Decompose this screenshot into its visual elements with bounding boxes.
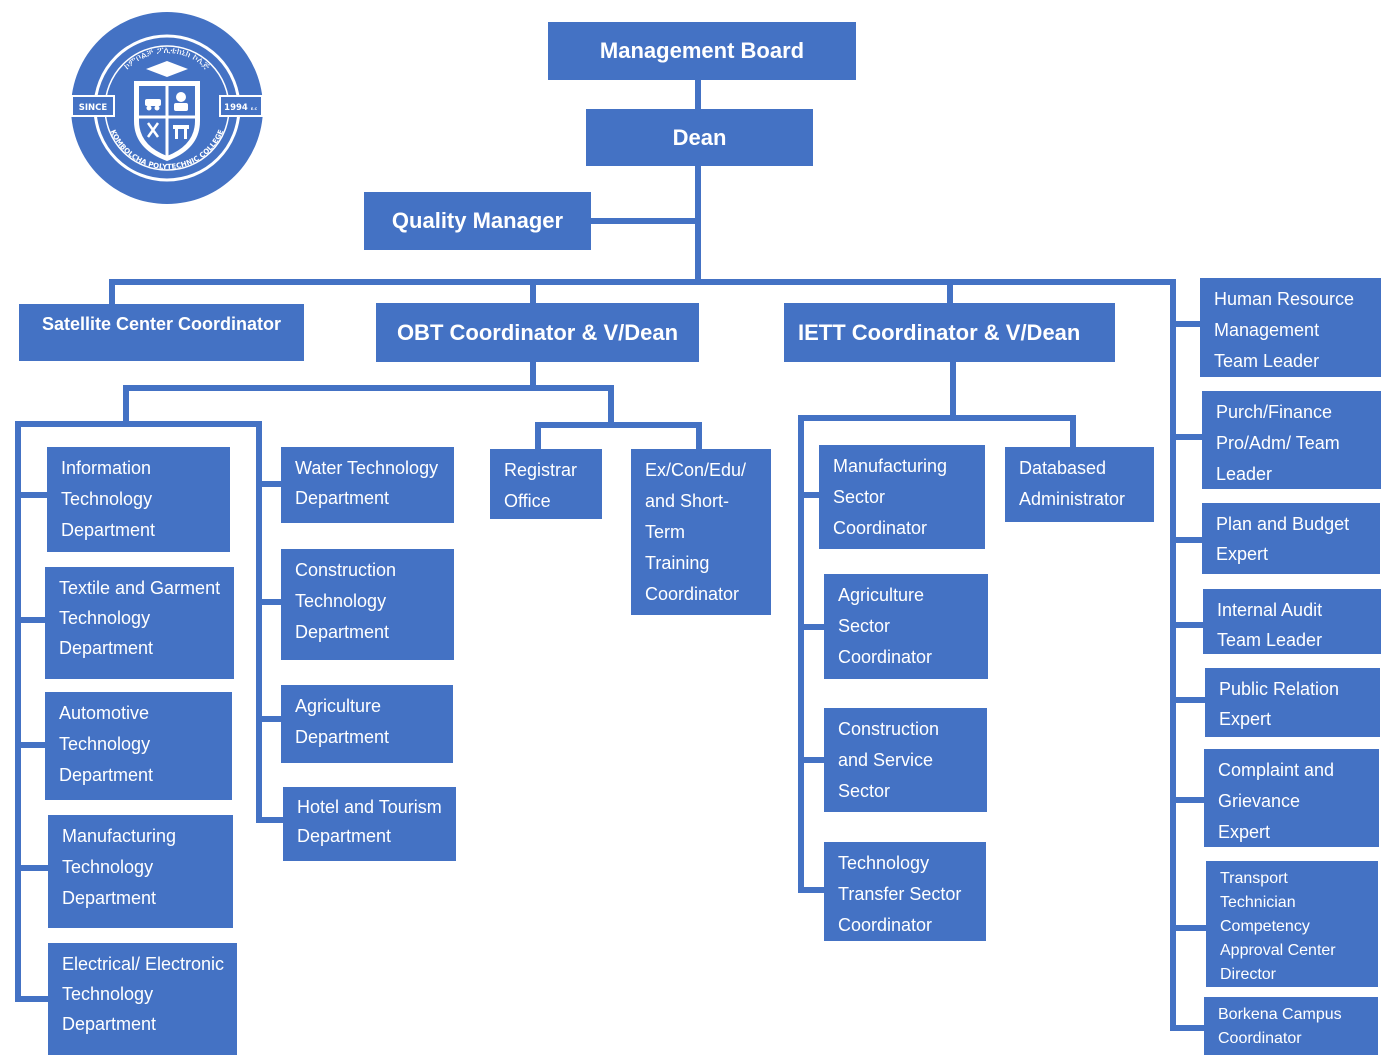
worker-icon [176,92,186,102]
dept-electrical-electronic: Electrical/ Electronic Technology Depart… [48,943,237,1055]
iett-coordinator-label: IETT Coordinator & V/Dean [798,319,1081,345]
logo-year: 1994 [224,103,248,113]
dept-water-technology: Water Technology Department [281,447,454,523]
unit-internal-audit: Internal Audit Team Leader [1203,589,1381,654]
sector-label: Agriculture Sector Coordinator [838,585,933,667]
iett-coordinator-box: IETT Coordinator & V/Dean [784,303,1115,362]
management-board-box: Management Board [548,22,856,80]
dept-manufacturing: Manufacturing Technology Department [48,815,233,928]
dept-label: Manufacturing Technology Department [62,826,177,908]
dept-label: Information Technology Department [61,458,156,540]
sector-label: Construction and Service Sector [838,719,940,801]
satellite-coordinator-box: Satellite Center Coordinator [19,304,304,361]
dean-label: Dean [672,124,727,150]
management-board-label: Management Board [599,38,805,63]
unit-plan-budget: Plan and Budget Expert [1202,503,1380,574]
quality-manager-label: Quality Manager [391,208,564,233]
dept-hotel-tourism: Hotel and Tourism Department [283,787,456,861]
unit-label: Internal Audit Team Leader [1217,600,1323,650]
dept-label: Construction Technology Department [295,560,397,642]
obt-coordinator-box: OBT Coordinator & V/Dean [376,303,699,362]
unit-label: Plan and Budget Expert [1216,514,1350,564]
unit-complaint-grievance: Complaint and Grievance Expert [1204,749,1379,847]
unit-label: Public Relation Expert [1219,679,1340,729]
logo-year-suffix: E.C [251,107,258,111]
unit-label: Transport Technician Competency Approval… [1220,870,1336,983]
excon-training-coordinator-box: Ex/Con/Edu/ and Short- Term Training Coo… [631,449,771,615]
college-logo: ኮምቦልቻ ፖሊቴክኒክ ኮሌጅ KOMBOLCHA POLYTECHNIC C… [71,12,263,204]
sector-construction-service: Construction and Service Sector [824,708,987,812]
dept-construction: Construction Technology Department [281,549,454,660]
dept-information-technology: Information Technology Department [47,447,230,552]
dept-label: Agriculture Department [295,696,390,747]
unit-human-resource: Human Resource Management Team Leader [1200,278,1381,377]
tools-icon [146,122,160,138]
database-administrator-box: Databased Administrator [1005,447,1154,522]
dean-box: Dean [586,109,813,166]
dept-label: Hotel and Tourism Department [297,797,442,846]
unit-label: Purch/Finance Pro/Adm/ Team Leader [1216,402,1340,484]
dept-agriculture: Agriculture Department [281,685,453,763]
sector-agriculture: Agriculture Sector Coordinator [824,574,988,679]
sector-label: Technology Transfer Sector Coordinator [838,853,962,935]
unit-transport-technician: Transport Technician Competency Approval… [1206,861,1378,987]
unit-label: Borkena Campus Coordinator [1218,1006,1342,1047]
logo-since: SINCE [79,103,108,113]
unit-label: Complaint and Grievance Expert [1218,760,1335,842]
sector-technology-transfer: Technology Transfer Sector Coordinator [824,842,986,941]
sewing-machine-icon [173,125,189,129]
dept-automotive: Automotive Technology Department [45,692,232,800]
sector-manufacturing: Manufacturing Sector Coordinator [819,445,985,549]
dept-label: Automotive Technology Department [59,703,154,785]
satellite-coordinator-label: Satellite Center Coordinator [41,314,282,334]
car-icon [145,99,161,106]
excon-training-coordinator-label: Ex/Con/Edu/ and Short- Term Training Coo… [645,460,747,604]
dept-label: Textile and Garment Technology Departmen… [59,578,221,658]
dept-label: Water Technology Department [295,458,439,508]
registrar-office-label: Registrar Office [504,460,578,511]
dept-textile-garment: Textile and Garment Technology Departmen… [45,567,234,679]
unit-purch-finance: Purch/Finance Pro/Adm/ Team Leader [1202,391,1381,489]
sector-label: Manufacturing Sector Coordinator [833,456,948,538]
unit-public-relation: Public Relation Expert [1205,668,1380,737]
dept-label: Electrical/ Electronic Technology Depart… [62,954,225,1034]
database-administrator-label: Databased Administrator [1019,458,1126,509]
unit-label: Human Resource Management Team Leader [1214,289,1355,371]
quality-manager-box: Quality Manager [364,192,591,250]
unit-borkena-campus: Borkena Campus Coordinator [1204,997,1378,1055]
registrar-office-box: Registrar Office [490,449,602,519]
obt-coordinator-label: OBT Coordinator & V/Dean [396,319,679,345]
